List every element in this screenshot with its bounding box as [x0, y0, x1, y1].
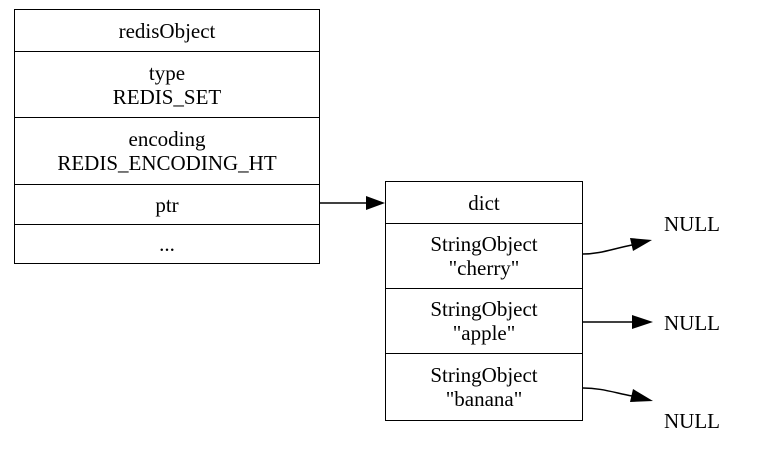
null-label: NULL: [664, 212, 720, 236]
entry-value: "apple": [452, 321, 516, 345]
encoding-value: REDIS_ENCODING_HT: [57, 151, 277, 175]
cherry-to-null-arrow: [582, 238, 652, 255]
ptr-label: ptr: [155, 192, 179, 217]
encoding-label: encoding: [128, 127, 206, 151]
type-field: type REDIS_SET: [15, 52, 319, 118]
ellipsis-field: ...: [15, 225, 319, 262]
null-label: NULL: [664, 409, 720, 433]
apple-to-null-arrow: [583, 315, 653, 329]
dict-entry: StringObject "cherry": [386, 224, 582, 289]
banana-to-null-arrow: [582, 387, 653, 402]
redis-object-box: redisObject type REDIS_SET encoding REDI…: [14, 9, 320, 264]
entry-value: "cherry": [448, 256, 520, 280]
entry-value: "banana": [445, 386, 523, 411]
entry-type: StringObject: [430, 362, 538, 387]
null-label: NULL: [664, 311, 720, 335]
type-label: type: [148, 60, 186, 85]
entry-type: StringObject: [430, 232, 538, 256]
ptr-field: ptr: [15, 185, 319, 225]
dict-title: dict: [468, 190, 500, 215]
redis-object-title-cell: redisObject: [15, 10, 319, 52]
type-value: REDIS_SET: [112, 84, 222, 109]
dict-entry: StringObject "banana": [386, 354, 582, 419]
ptr-to-dict-arrow: [320, 196, 385, 210]
redis-object-title: redisObject: [118, 18, 216, 43]
dict-box: dict StringObject "cherry" StringObject …: [385, 181, 583, 421]
entry-type: StringObject: [430, 297, 538, 321]
ellipsis-label: ...: [159, 231, 175, 256]
encoding-field: encoding REDIS_ENCODING_HT: [15, 118, 319, 185]
dict-title-cell: dict: [386, 182, 582, 224]
dict-entry: StringObject "apple": [386, 289, 582, 354]
